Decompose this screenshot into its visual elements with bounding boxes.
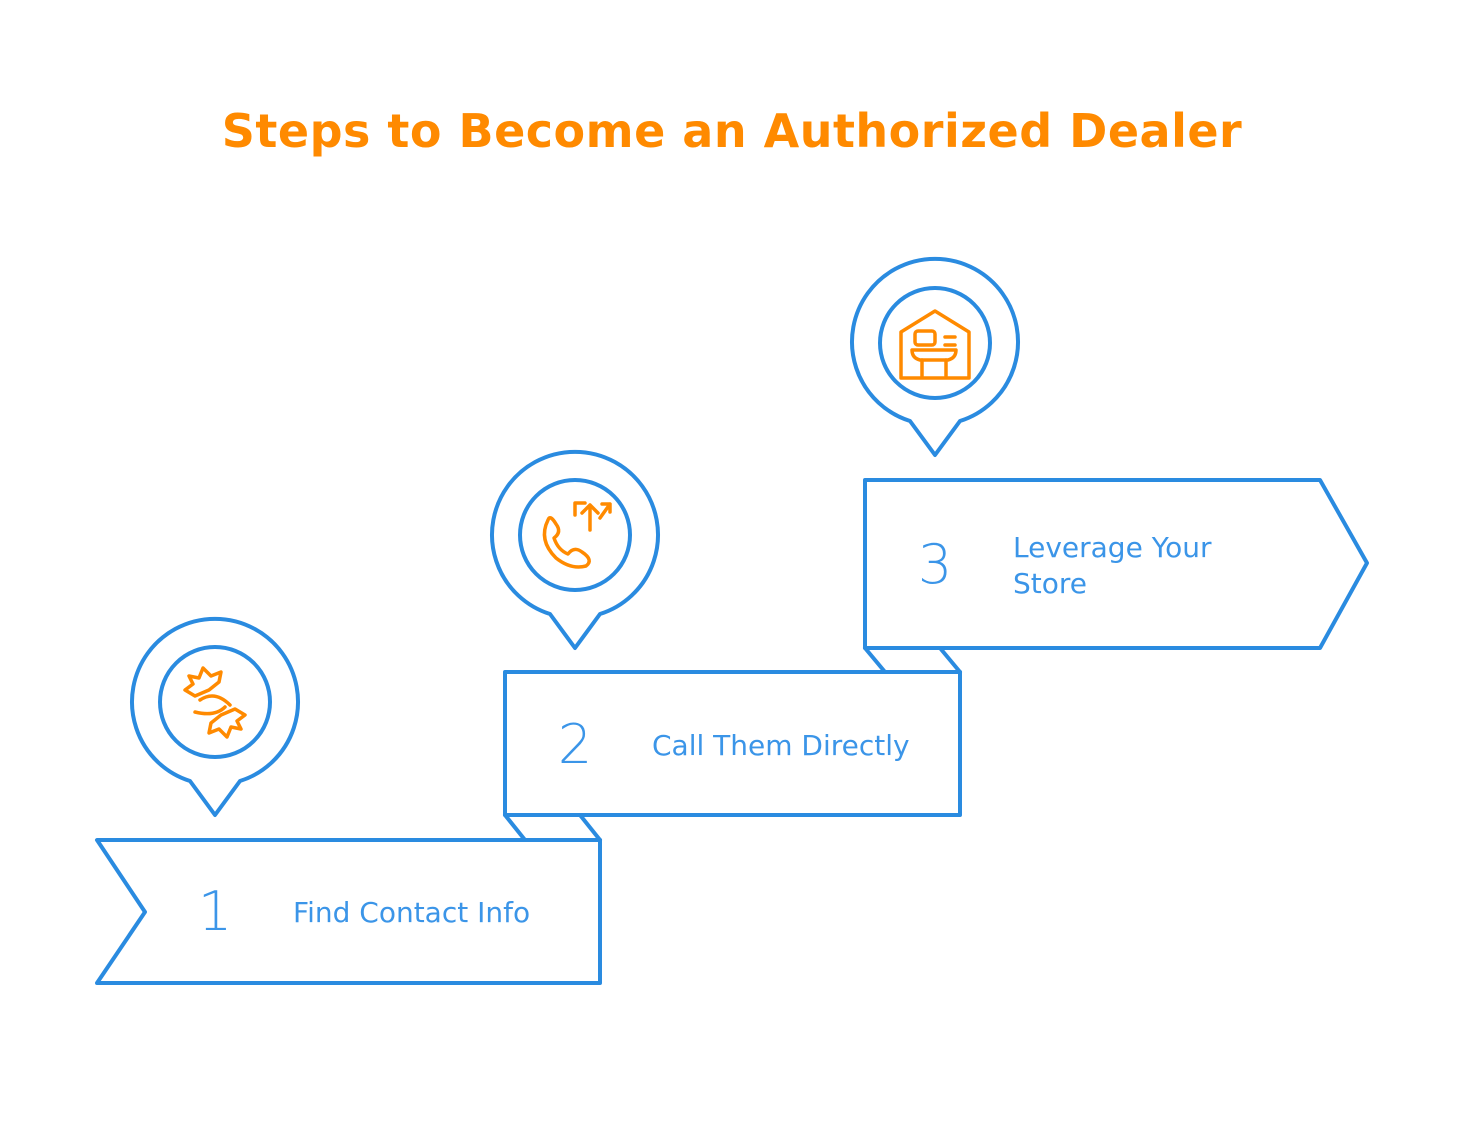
phone-call-icon bbox=[542, 501, 612, 569]
store-icon bbox=[899, 309, 971, 380]
step-3-label: Leverage Your Store bbox=[1013, 531, 1212, 600]
ribbon-fold-2 bbox=[863, 646, 962, 674]
step-2-label: Call Them Directly bbox=[652, 729, 910, 762]
page-title: Steps to Become an Authorized Dealer bbox=[221, 104, 1243, 158]
step-2-number: 2 bbox=[557, 713, 593, 776]
step-1-pin-inner bbox=[158, 645, 272, 759]
step-2-pin-inner bbox=[518, 478, 632, 592]
step-3-ribbon bbox=[863, 478, 1369, 650]
step-1-number: 1 bbox=[197, 880, 233, 943]
step-1-label: Find Contact Info bbox=[293, 896, 531, 929]
ribbon-fold-1 bbox=[503, 813, 602, 842]
step-1-ribbon bbox=[95, 838, 602, 985]
step-3-number: 3 bbox=[917, 533, 953, 596]
step-2-ribbon bbox=[503, 670, 962, 817]
handshake-icon bbox=[183, 666, 247, 739]
step-3-pin-inner bbox=[878, 286, 992, 400]
